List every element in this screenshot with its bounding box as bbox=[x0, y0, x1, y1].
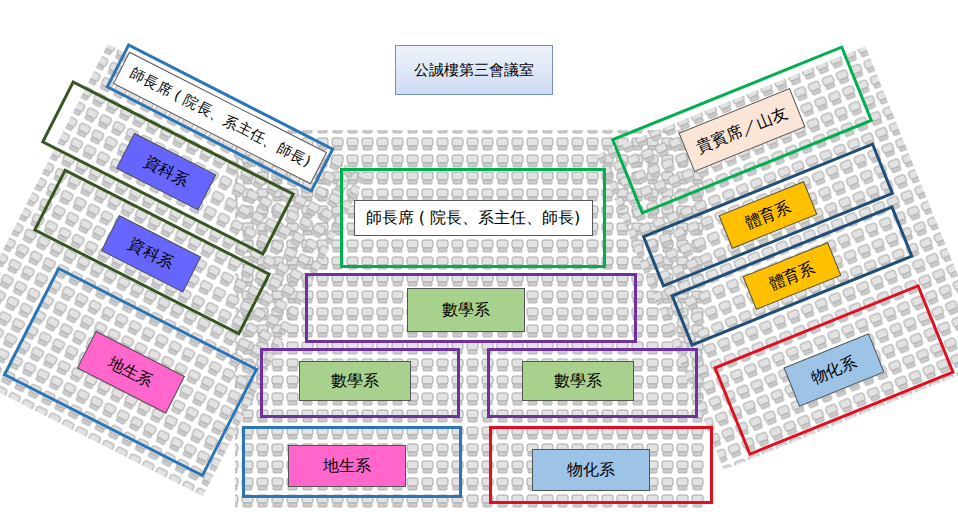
group-label: 師長席 ( 院長、系主任、師長) bbox=[354, 200, 593, 236]
seating-area: 數學系 bbox=[487, 348, 698, 418]
group-label: 數學系 bbox=[522, 361, 634, 401]
seating-area: 數學系 bbox=[260, 348, 460, 418]
seating-area: 物化系 bbox=[489, 426, 713, 504]
group-label: 物化系 bbox=[532, 449, 650, 491]
group-label: 地生系 bbox=[76, 331, 184, 414]
group-label: 數學系 bbox=[407, 288, 525, 332]
group-label: 數學系 bbox=[299, 361, 411, 401]
seating-area: 數學系 bbox=[305, 273, 637, 343]
group-label: 地生系 bbox=[288, 445, 406, 487]
seating-area: 地生系 bbox=[242, 426, 462, 498]
seating-area: 師長席 ( 院長、系主任、師長) bbox=[340, 168, 606, 268]
right-seats bbox=[597, 46, 958, 470]
group-label: 物化系 bbox=[783, 333, 884, 406]
room-title: 公誠樓第三會議室 bbox=[395, 45, 553, 95]
